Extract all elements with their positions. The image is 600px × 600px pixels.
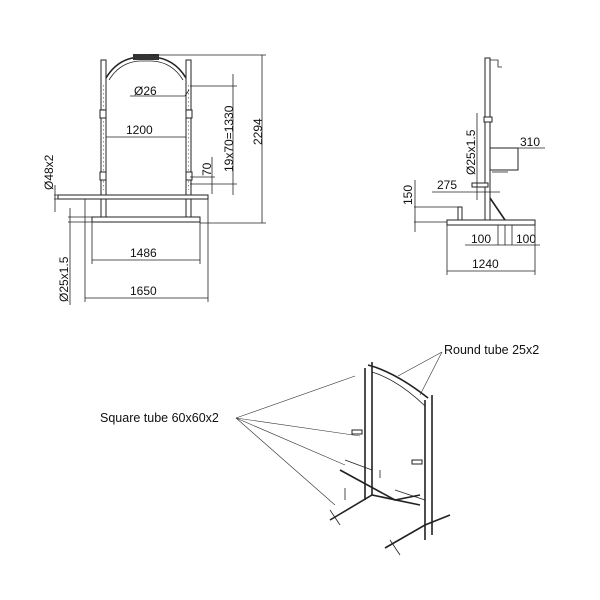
side-base bbox=[446, 219, 536, 226]
base-inner-width-label: 1486 bbox=[130, 246, 157, 260]
inner-width-label: 1200 bbox=[126, 123, 153, 137]
side-view: Ø25x1.5 310 275 150 100 100 1240 bbox=[401, 57, 545, 275]
pin-diameter-label: Ø26 bbox=[134, 84, 157, 98]
peg-height-label: 150 bbox=[401, 185, 415, 205]
safety-depth-label: 310 bbox=[520, 135, 540, 149]
top-arch bbox=[105, 56, 187, 79]
iso-view: Round tube 25x2 Square tube 60x60x2 bbox=[100, 343, 539, 556]
base-bar bbox=[91, 216, 201, 223]
side-tube-label: Ø25x1.5 bbox=[464, 129, 478, 175]
j-hook bbox=[471, 182, 489, 188]
pullup-grip bbox=[133, 54, 159, 60]
base-depth-label: 1240 bbox=[472, 257, 499, 271]
side-upright bbox=[484, 57, 491, 223]
arm-bar bbox=[57, 194, 209, 200]
base-tube-label: Ø25x1.5 bbox=[57, 256, 71, 302]
hole-spacing-label: 19x70=1330 bbox=[222, 105, 236, 172]
peg-spacing-2-label: 100 bbox=[516, 232, 536, 246]
safety-arm bbox=[489, 147, 519, 171]
front-view: Ø26 1200 19x70=1330 70 2294 Ø48x2 Ø25x1.… bbox=[42, 54, 266, 305]
square-tube-label: Square tube 60x60x2 bbox=[100, 411, 219, 425]
arm-tube-label: Ø48x2 bbox=[42, 154, 56, 190]
overall-height-label: 2294 bbox=[251, 118, 265, 145]
round-tube-label: Round tube 25x2 bbox=[444, 343, 539, 357]
base-overall-width-label: 1650 bbox=[130, 284, 157, 298]
hook-depth-label: 275 bbox=[437, 178, 457, 192]
hole-pitch-label: 70 bbox=[200, 162, 214, 176]
peg-spacing-1-label: 100 bbox=[471, 232, 491, 246]
